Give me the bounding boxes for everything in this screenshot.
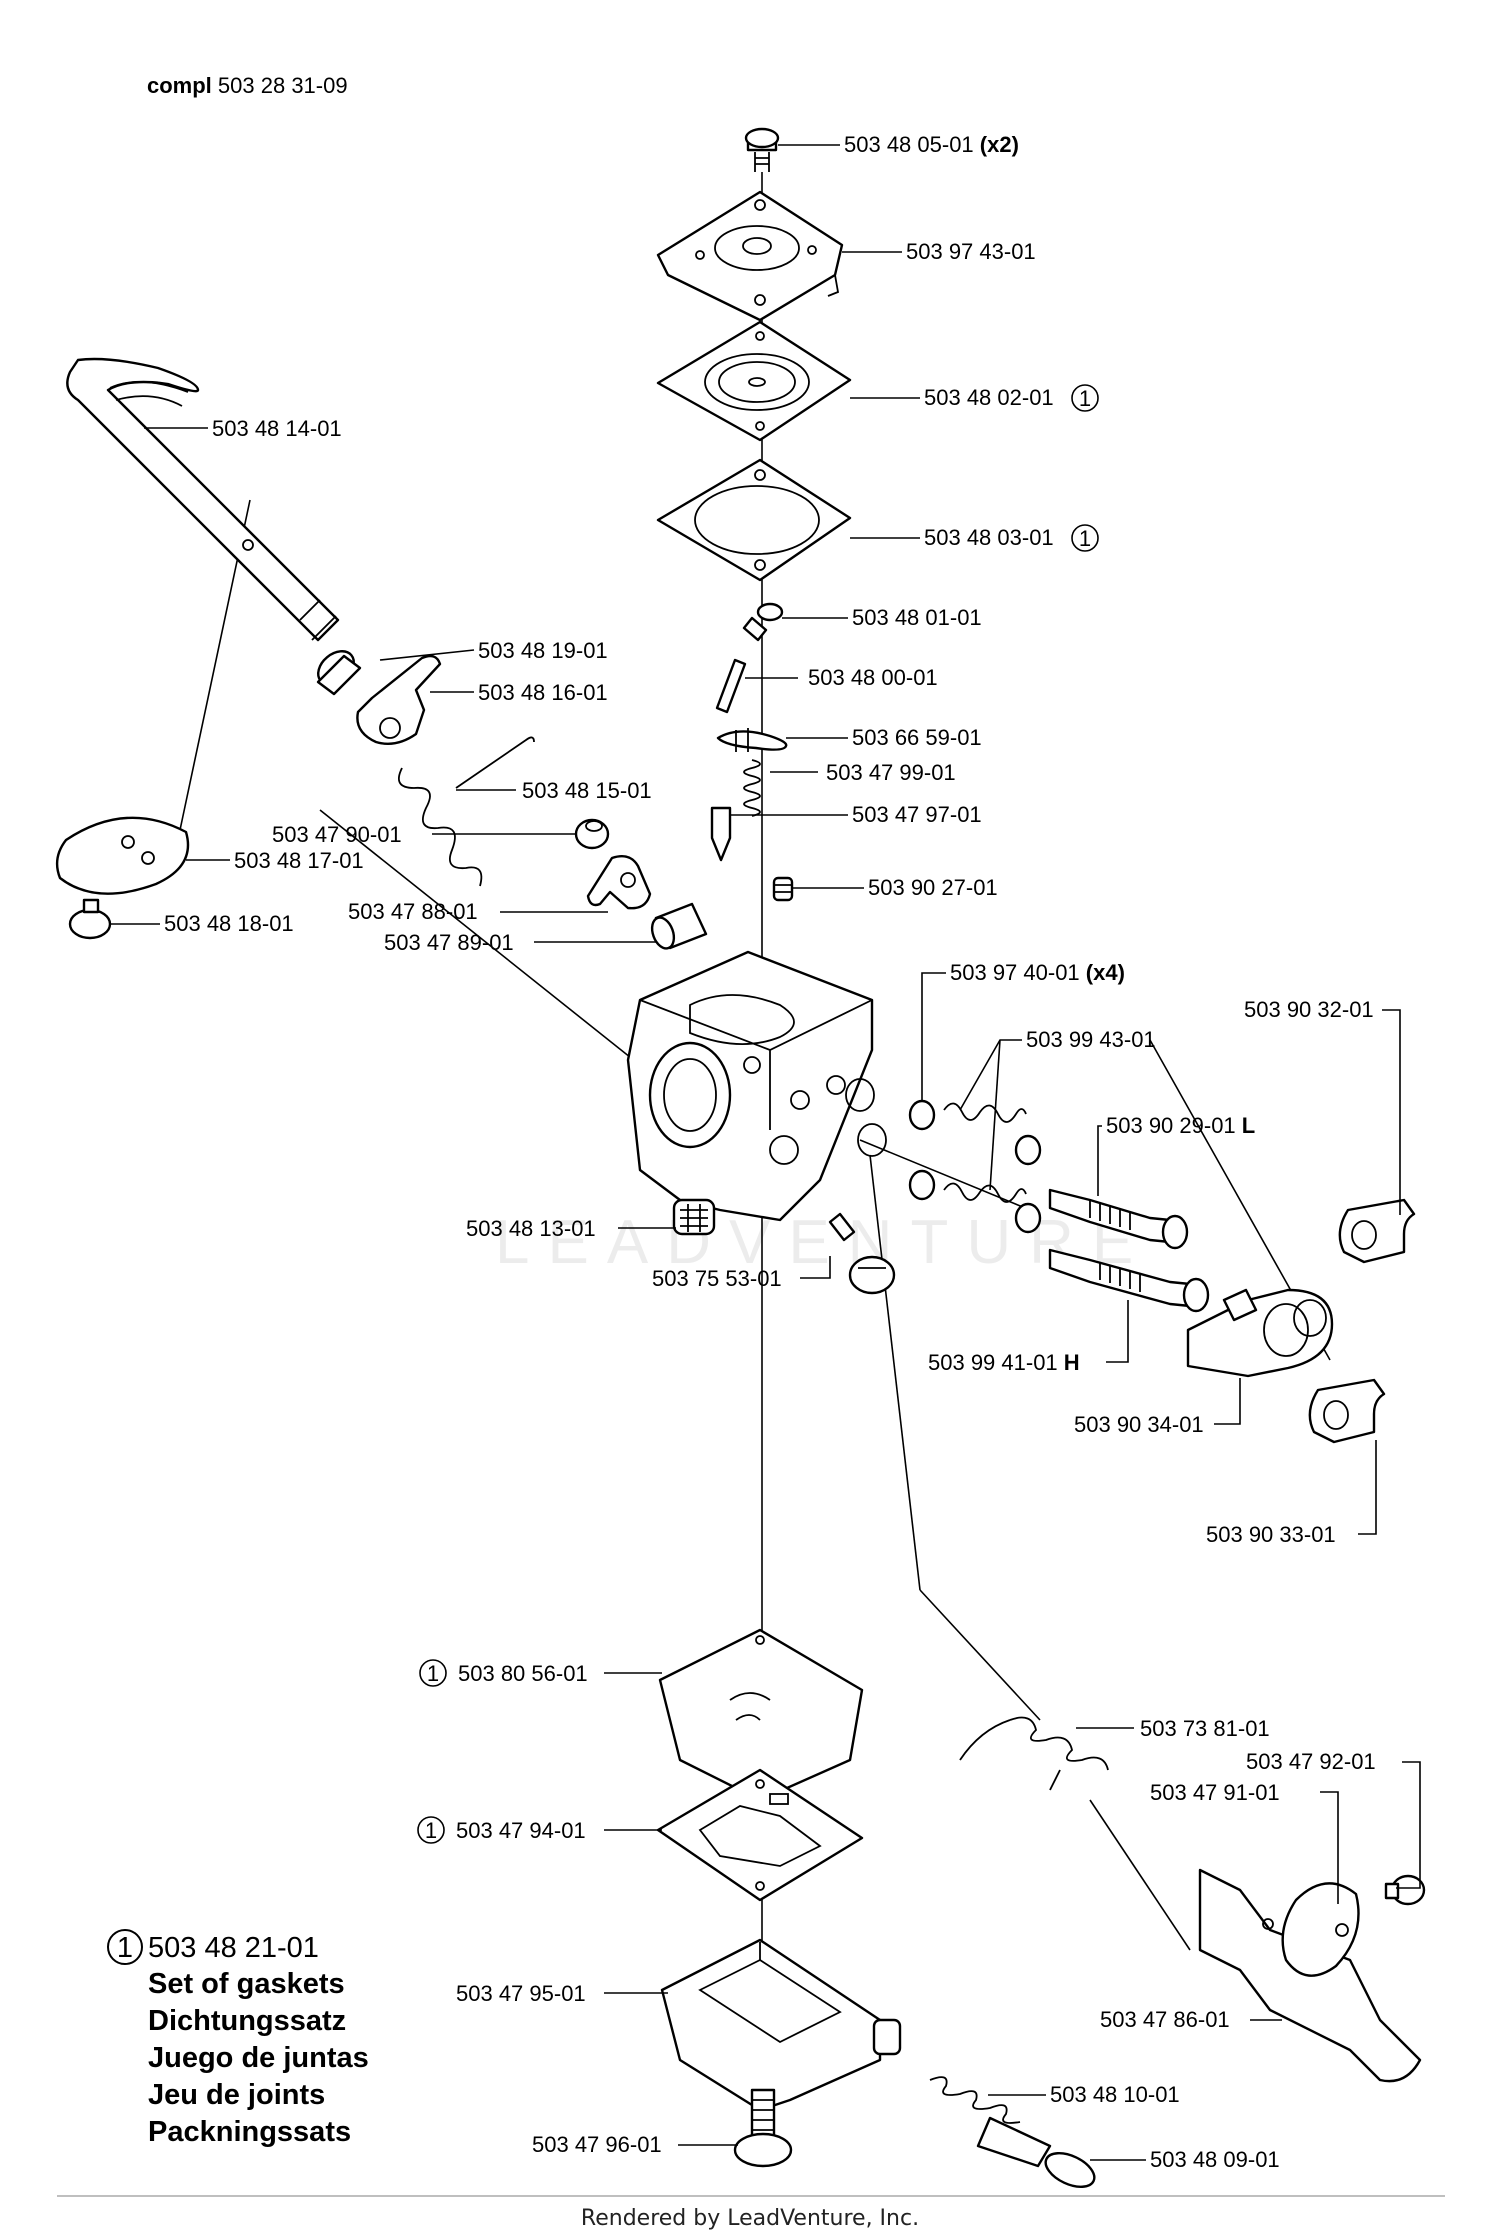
- part-label-503-80-56-01: 503 80 56-01: [458, 1661, 588, 1686]
- body-screw-illustration: [828, 1212, 896, 1295]
- legend-part-number: 503 48 21-01: [148, 1932, 319, 1964]
- part-label-503-48-13-01: 503 48 13-01: [466, 1216, 596, 1241]
- legend-name-de: Dichtungssatz: [148, 2005, 346, 2037]
- part-label-503-90-29-01-l: 503 90 29-01 L: [1106, 1113, 1255, 1138]
- choke-plate-illustration: [55, 816, 190, 895]
- choke-plate-lower-illustration: [1281, 1882, 1360, 1977]
- inlet-lever-illustration: [716, 728, 788, 752]
- throttle-lever-illustration: [356, 654, 442, 745]
- gasket-set-marker-number: 1: [1079, 526, 1091, 551]
- part-label-503-47-92-01: 503 47 92-01: [1246, 1749, 1376, 1774]
- part-label-503-48-19-01: 503 48 19-01: [478, 638, 608, 663]
- pump-spring-illustration: [959, 1716, 1109, 1791]
- diaphragm-illustration: [656, 320, 852, 442]
- needle-h-illustration: [1048, 1248, 1210, 1313]
- part-label-503-47-88-01: 503 47 88-01: [348, 899, 478, 924]
- bushing-illustration: [316, 650, 362, 696]
- choke-screw-illustration: [68, 898, 112, 940]
- part-label-503-48-15-01: 503 48 15-01: [522, 778, 652, 803]
- footer-credit: Rendered by LeadVenture, Inc.: [581, 2206, 919, 2231]
- part-label-503-48-03-01: 503 48 03-01: [924, 525, 1054, 550]
- part-label-503-48-18-01: 503 48 18-01: [164, 911, 294, 936]
- part-label-503-99-43-01: 503 99 43-01: [1026, 1027, 1156, 1052]
- idle-spring-illustration: [929, 2076, 1021, 2124]
- part-label-503-48-14-01: 503 48 14-01: [212, 416, 342, 441]
- legend-name-fr: Jeu de joints: [148, 2079, 325, 2111]
- legend-marker-icon: 1: [117, 1932, 133, 1964]
- welch-plug-illustration: [772, 876, 794, 902]
- part-label-503-48-01-01: 503 48 01-01: [852, 605, 982, 630]
- lever-screw-illustration: [742, 602, 784, 642]
- detent-ball-illustration: [574, 818, 610, 850]
- part-label-503-97-40-01: 503 97 40-01 (x4): [950, 960, 1125, 985]
- gasket-set-marker-number: 1: [425, 1818, 437, 1843]
- pump-gasket-illustration: [656, 458, 852, 582]
- legend-name-en: Set of gaskets: [148, 1968, 345, 2000]
- cover-screw-illustration: [733, 2088, 793, 2168]
- limiter-cap-top-illustration: [1338, 1198, 1416, 1264]
- compl-label: compl: [147, 73, 212, 98]
- legend-name-es: Juego de juntas: [148, 2042, 369, 2074]
- pin-illustration: [715, 658, 747, 714]
- choke-lever-illustration: [586, 855, 652, 910]
- compl-number: 503 28 31-09: [218, 73, 348, 98]
- part-label-503-90-34-01: 503 90 34-01: [1074, 1412, 1204, 1437]
- inlet-needle-illustration: [710, 806, 732, 862]
- carburetor-body-illustration: [626, 950, 887, 1222]
- part-label-503-97-43-01: 503 97 43-01: [906, 239, 1036, 264]
- part-label-503-47-99-01: 503 47 99-01: [826, 760, 956, 785]
- gasket-set-marker-number: 1: [1079, 386, 1091, 411]
- part-label-503-47-89-01: 503 47 89-01: [384, 930, 514, 955]
- part-label-503-48-10-01: 503 48 10-01: [1050, 2082, 1180, 2107]
- needle-springs-illustration: [943, 1102, 1027, 1203]
- gasket-set-legend: 1 503 48 21-01 Set of gaskets Dichtungss…: [107, 1929, 369, 2148]
- part-label-503-73-81-01: 503 73 81-01: [1140, 1716, 1270, 1741]
- part-label-503-48-00-01: 503 48 00-01: [808, 665, 938, 690]
- legend-name-sv: Packningssats: [148, 2116, 351, 2148]
- throttle-spring-illustration: [398, 736, 535, 887]
- part-label-503-99-41-01-h: 503 99 41-01 H: [928, 1350, 1080, 1375]
- metering-gasket-illustration: [658, 1628, 864, 1802]
- gasket-set-marker-icon: 1: [1071, 524, 1099, 552]
- part-label-503-48-09-01: 503 48 09-01: [1150, 2147, 1280, 2172]
- needle-l-illustration: [1048, 1188, 1189, 1250]
- screw-part-illustration: [744, 127, 780, 172]
- part-label-503-47-96-01: 503 47 96-01: [532, 2132, 662, 2157]
- part-label-503-66-59-01: 503 66 59-01: [852, 725, 982, 750]
- part-label-503-48-05-01: 503 48 05-01 (x2): [844, 132, 1019, 157]
- part-label-503-48-02-01: 503 48 02-01: [924, 385, 1054, 410]
- part-label-503-90-32-01: 503 90 32-01: [1244, 997, 1374, 1022]
- part-labels: 503 48 05-01 (x2) 503 97 43-01 503 48 02…: [164, 132, 1376, 2172]
- choke-screw-lower-illustration: [1384, 1874, 1426, 1906]
- part-label-503-47-90-01: 503 47 90-01: [272, 822, 402, 847]
- gasket-set-marker-icon: 1: [419, 1659, 447, 1687]
- part-label-503-47-91-01: 503 47 91-01: [1150, 1780, 1280, 1805]
- part-label-503-47-95-01: 503 47 95-01: [456, 1981, 586, 2006]
- pump-cover-illustration: [656, 190, 844, 322]
- idle-screw-illustration: [976, 2116, 1096, 2188]
- gasket-set-marker-icon: 1: [417, 1816, 445, 1844]
- part-label-503-90-33-01: 503 90 33-01: [1206, 1522, 1336, 1547]
- part-label-503-48-16-01: 503 48 16-01: [478, 680, 608, 705]
- inlet-spring-illustration: [743, 759, 761, 817]
- gasket-set-marker-icon: 1: [1071, 384, 1099, 412]
- part-label-503-47-97-01: 503 47 97-01: [852, 802, 982, 827]
- filter-screen-illustration: [672, 1198, 716, 1236]
- needle-orings-illustration: [908, 1099, 1042, 1234]
- part-label-503-90-27-01: 503 90 27-01: [868, 875, 998, 900]
- leader-lines: [110, 144, 1421, 2161]
- part-label-503-47-86-01: 503 47 86-01: [1100, 2007, 1230, 2032]
- compl-header: compl 503 28 31-09: [147, 73, 348, 98]
- choke-bushing-illustration: [650, 902, 708, 950]
- throttle-shaft-illustration: [66, 357, 340, 642]
- limiter-cap-bottom-illustration: [1308, 1378, 1386, 1444]
- part-label-503-47-94-01: 503 47 94-01: [456, 1818, 586, 1843]
- metering-cover-illustration: [660, 1938, 902, 2112]
- limiter-cap-holder-illustration: [1186, 1288, 1334, 1378]
- gasket-set-marker-number: 1: [427, 1661, 439, 1686]
- part-label-503-75-53-01: 503 75 53-01: [652, 1266, 782, 1291]
- part-label-503-48-17-01: 503 48 17-01: [234, 848, 364, 873]
- metering-diaphragm-illustration: [656, 1768, 864, 1902]
